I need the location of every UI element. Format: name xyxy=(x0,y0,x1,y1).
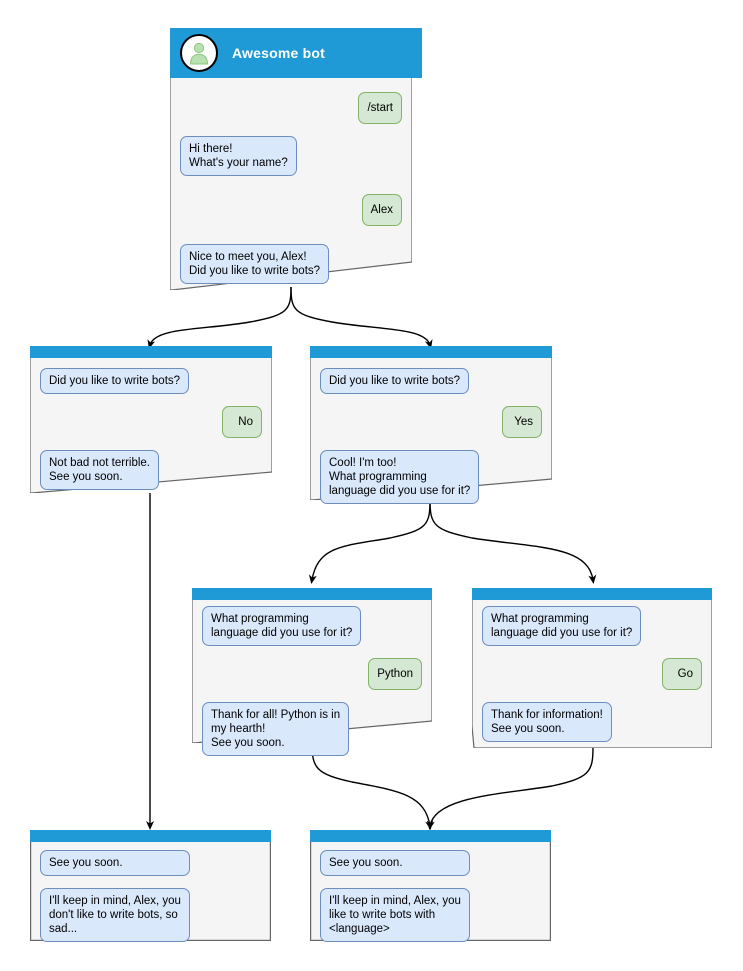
node-root[interactable]: Awesome bot /start Hi there! What's your… xyxy=(170,28,422,290)
message-row: See you soon. xyxy=(40,850,261,876)
user-message-bubble[interactable]: Yes xyxy=(502,406,542,438)
edge-go-to-end-yes xyxy=(426,747,594,830)
node-yes-branch[interactable]: Did you like to write bots? Yes Cool! I'… xyxy=(310,346,552,504)
bot-message-bubble[interactable]: What programming language did you use fo… xyxy=(202,606,362,646)
message-row: Did you like to write bots? xyxy=(40,368,262,394)
node-end-no-header xyxy=(30,830,271,842)
node-root-header: Awesome bot xyxy=(170,28,422,78)
message-row: I'll keep in mind, Alex, you like to wri… xyxy=(320,888,541,942)
bot-title: Awesome bot xyxy=(232,45,325,61)
node-end-yes-chat: See you soon. I'll keep in mind, Alex, y… xyxy=(310,842,551,942)
message-row: See you soon. xyxy=(320,850,541,876)
bot-message-bubble[interactable]: What programming language did you use fo… xyxy=(482,606,642,646)
bot-message-bubble[interactable]: See you soon. xyxy=(320,850,470,876)
bot-message-bubble[interactable]: Nice to meet you, Alex! Did you like to … xyxy=(180,244,330,284)
edge-root-to-no xyxy=(147,286,292,349)
node-end-yes[interactable]: See you soon. I'll keep in mind, Alex, y… xyxy=(310,830,551,942)
node-python-branch-header xyxy=(192,588,432,600)
message-row: Did you like to write bots? xyxy=(320,368,542,394)
bot-message-bubble[interactable]: Not bad not terrible. See you soon. xyxy=(40,450,160,490)
bot-message-bubble[interactable]: Did you like to write bots? xyxy=(320,368,470,394)
user-message-bubble[interactable]: /start xyxy=(358,92,402,124)
message-row: Thank for all! Python is in my hearth! S… xyxy=(202,702,422,756)
message-row: What programming language did you use fo… xyxy=(482,606,702,646)
message-row: Hi there! What's your name? xyxy=(180,136,402,176)
bot-message-bubble[interactable]: I'll keep in mind, Alex, you like to wri… xyxy=(320,888,470,942)
bot-message-bubble[interactable]: Hi there! What's your name? xyxy=(180,136,297,176)
message-row: Python xyxy=(202,658,422,690)
node-python-branch-chat: What programming language did you use fo… xyxy=(192,600,432,756)
node-python-branch[interactable]: What programming language did you use fo… xyxy=(192,588,432,756)
bot-message-bubble[interactable]: Did you like to write bots? xyxy=(40,368,190,394)
message-row: Yes xyxy=(320,406,542,438)
bot-message-bubble[interactable]: Cool! I'm too! What programming language… xyxy=(320,450,480,504)
node-end-no-chat: See you soon. I'll keep in mind, Alex, y… xyxy=(30,842,271,942)
message-row: Nice to meet you, Alex! Did you like to … xyxy=(180,244,402,284)
person-avatar-icon xyxy=(180,34,218,72)
message-row: What programming language did you use fo… xyxy=(202,606,422,646)
user-message-bubble[interactable]: No xyxy=(222,406,262,438)
bot-message-bubble[interactable]: Thank for information! See you soon. xyxy=(482,702,612,742)
message-row: Alex xyxy=(180,194,402,226)
edge-root-to-yes xyxy=(290,286,433,349)
message-row: I'll keep in mind, Alex, you don't like … xyxy=(40,888,261,942)
bot-message-bubble[interactable]: Thank for all! Python is in my hearth! S… xyxy=(202,702,350,756)
node-no-branch-chat: Did you like to write bots? No Not bad n… xyxy=(30,358,272,490)
node-no-branch-header xyxy=(30,346,272,358)
message-row: Go xyxy=(482,658,702,690)
user-message-bubble[interactable]: Go xyxy=(662,658,702,690)
node-go-branch-chat: What programming language did you use fo… xyxy=(472,600,712,742)
node-end-yes-header xyxy=(310,830,551,842)
user-message-bubble[interactable]: Python xyxy=(368,658,422,690)
node-root-chat: /start Hi there! What's your name? Alex … xyxy=(170,78,412,284)
node-yes-branch-header xyxy=(310,346,552,358)
node-go-branch[interactable]: What programming language did you use fo… xyxy=(472,588,712,748)
edge-yes-to-go xyxy=(429,499,597,584)
message-row: Not bad not terrible. See you soon. xyxy=(40,450,262,490)
message-row: Cool! I'm too! What programming language… xyxy=(320,450,542,504)
message-row: /start xyxy=(180,92,402,124)
message-row: No xyxy=(40,406,262,438)
edge-yes-to-python xyxy=(308,499,431,584)
node-no-branch[interactable]: Did you like to write bots? No Not bad n… xyxy=(30,346,272,493)
message-row: Thank for information! See you soon. xyxy=(482,702,702,742)
node-yes-branch-chat: Did you like to write bots? Yes Cool! I'… xyxy=(310,358,552,504)
node-end-no[interactable]: See you soon. I'll keep in mind, Alex, y… xyxy=(30,830,271,942)
user-message-bubble[interactable]: Alex xyxy=(361,194,402,226)
bot-message-bubble[interactable]: I'll keep in mind, Alex, you don't like … xyxy=(40,888,190,942)
node-go-branch-header xyxy=(472,588,712,600)
bot-message-bubble[interactable]: See you soon. xyxy=(40,850,190,876)
